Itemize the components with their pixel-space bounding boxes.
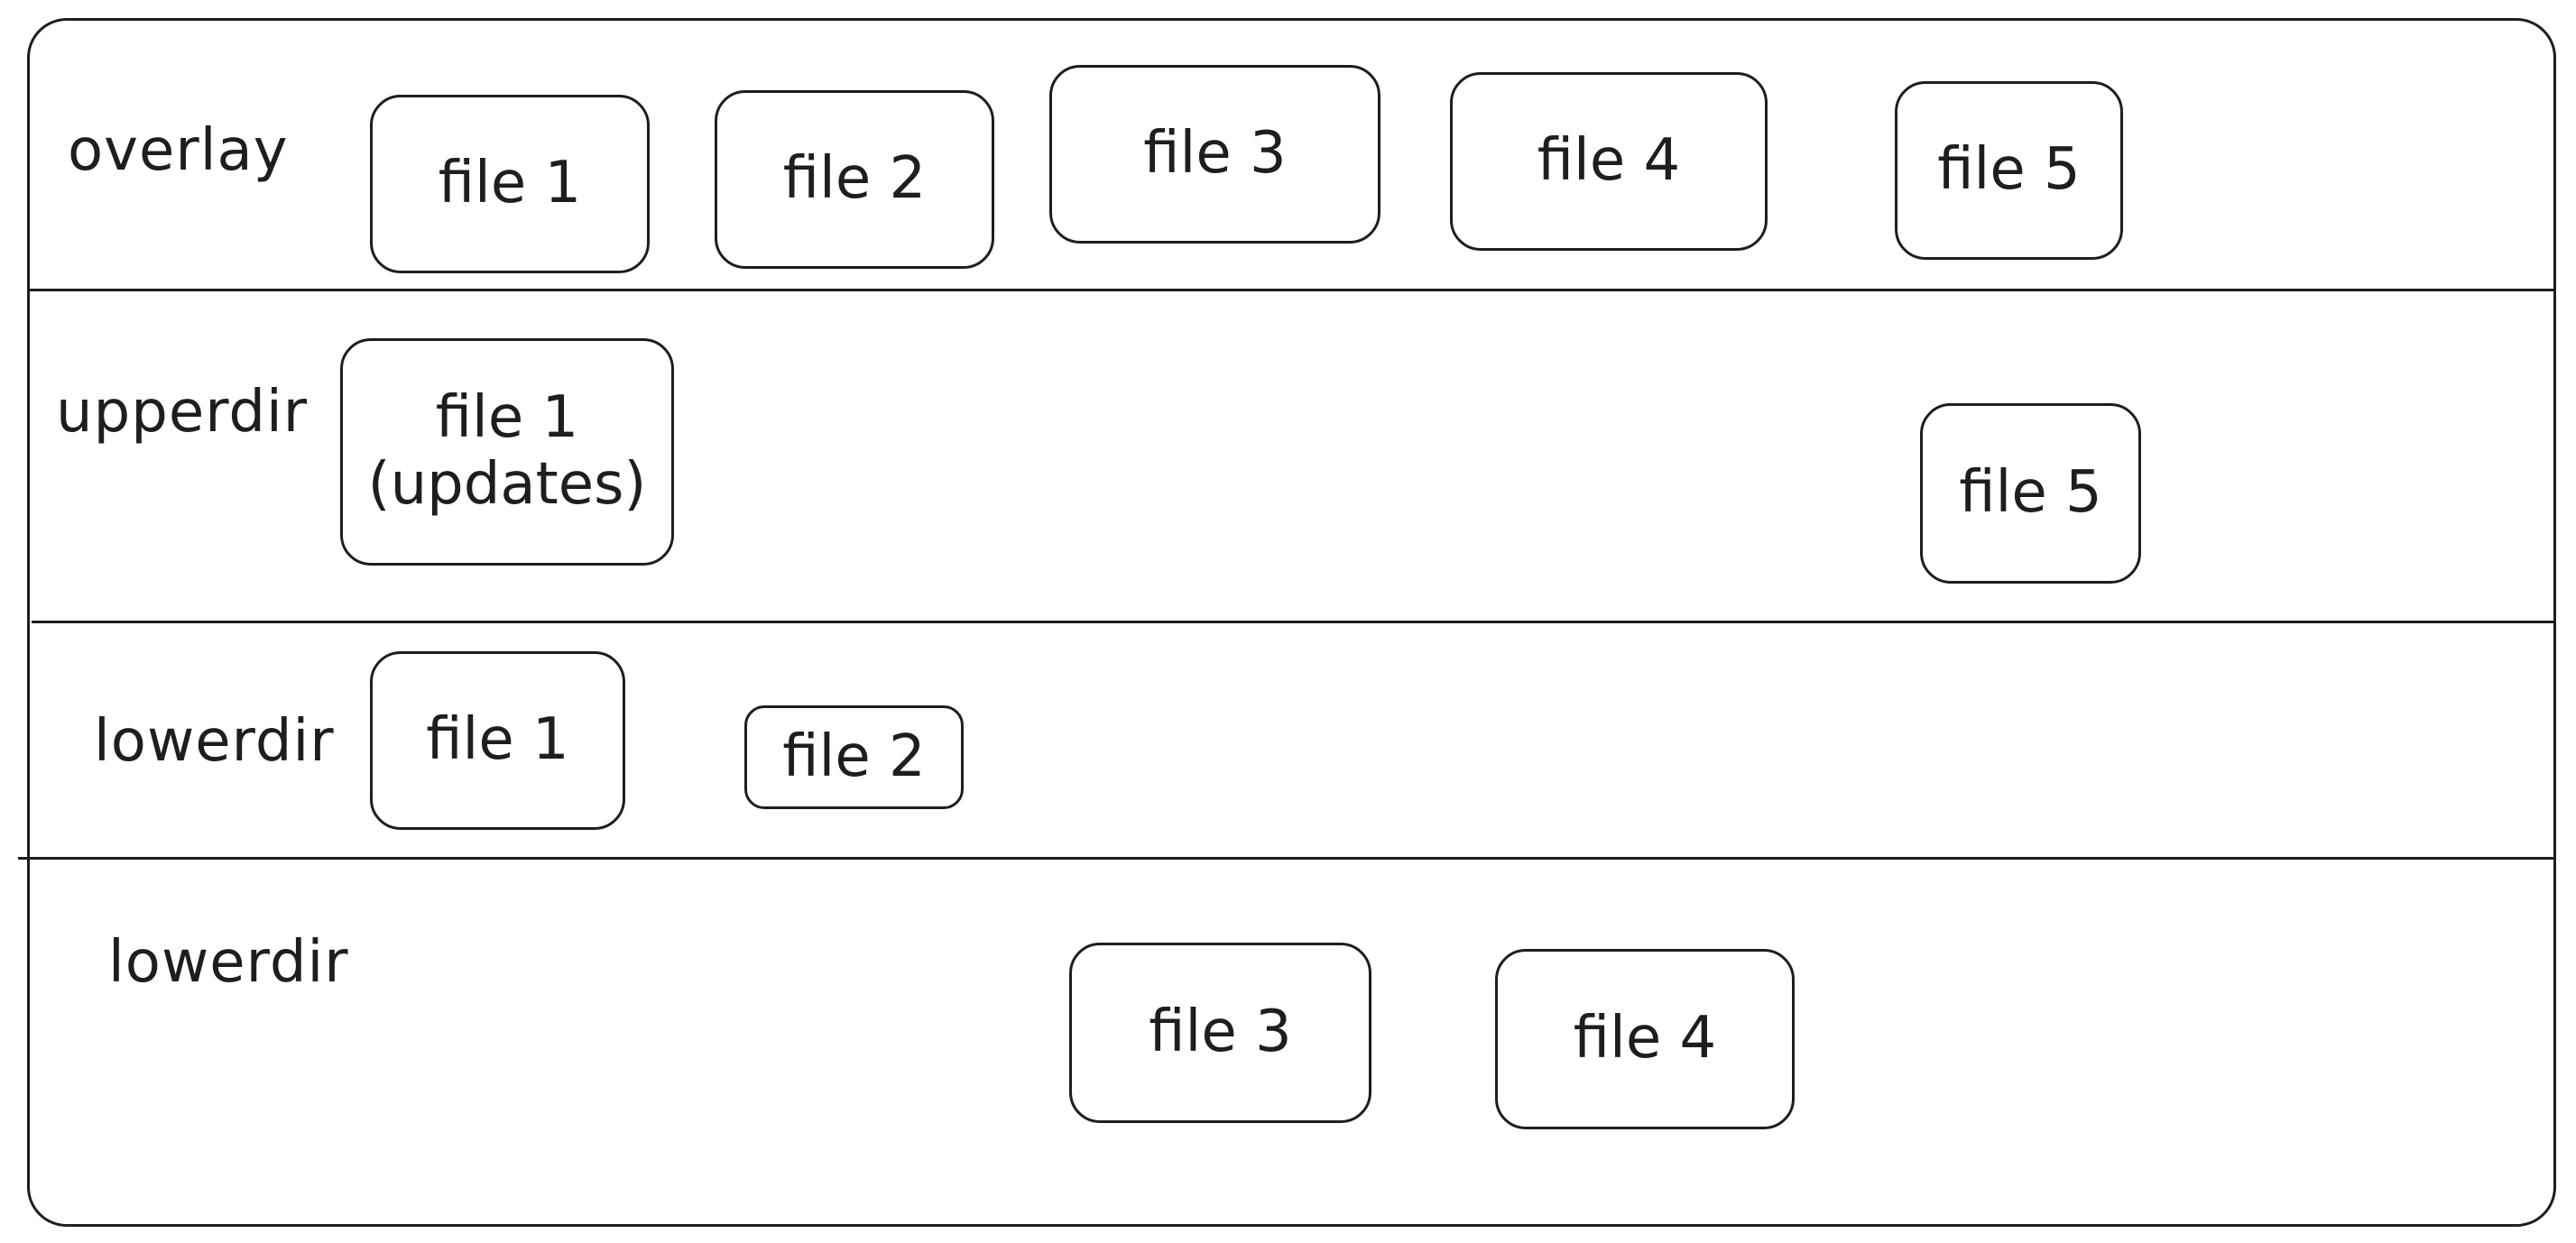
lowerdir-2-file-3-label: file 3 xyxy=(1149,999,1292,1066)
divider-upperdir-lowerdir xyxy=(32,621,2556,623)
overlay-file-1-label: file 1 xyxy=(438,150,582,217)
lowerdir-2-file-4: file 4 xyxy=(1495,949,1795,1129)
lowerdir-2-file-3: file 3 xyxy=(1069,943,1371,1123)
overlay-file-2: file 2 xyxy=(715,90,994,269)
overlay-file-1: file 1 xyxy=(370,95,650,273)
divider-overlay-upperdir xyxy=(27,289,2556,291)
upperdir-file-5: file 5 xyxy=(1920,403,2141,584)
lowerdir-2-label: lowerdir xyxy=(108,929,349,996)
overlay-file-4: file 4 xyxy=(1450,72,1768,251)
overlay-file-3-label: file 3 xyxy=(1143,120,1287,188)
upperdir-file-1-updates: file 1 (updates) xyxy=(340,338,674,566)
lowerdir-1-label: lowerdir xyxy=(94,708,335,775)
lowerdir-1-file-1-label: file 1 xyxy=(426,706,569,774)
upperdir-file-1-updates-label: (updates) xyxy=(367,451,647,518)
upperdir-file-1-label: file 1 xyxy=(435,384,579,452)
overlay-label: overlay xyxy=(68,117,289,184)
lowerdir-1-file-2-label: file 2 xyxy=(782,723,926,790)
upperdir-file-5-label: file 5 xyxy=(1959,459,2102,527)
overlay-file-2-label: file 2 xyxy=(782,145,927,213)
divider-lowerdir-lowerdir xyxy=(18,857,2556,860)
lowerdir-2-file-4-label: file 4 xyxy=(1573,1005,1717,1073)
overlay-file-4-label: file 4 xyxy=(1537,127,1681,195)
overlay-file-5: file 5 xyxy=(1895,81,2123,260)
upperdir-label: upperdir xyxy=(56,379,309,446)
lowerdir-1-file-1: file 1 xyxy=(370,651,625,830)
lowerdir-1-file-2: file 2 xyxy=(744,705,964,809)
overlay-file-3: file 3 xyxy=(1049,65,1380,244)
overlay-file-5-label: file 5 xyxy=(1937,136,2081,204)
